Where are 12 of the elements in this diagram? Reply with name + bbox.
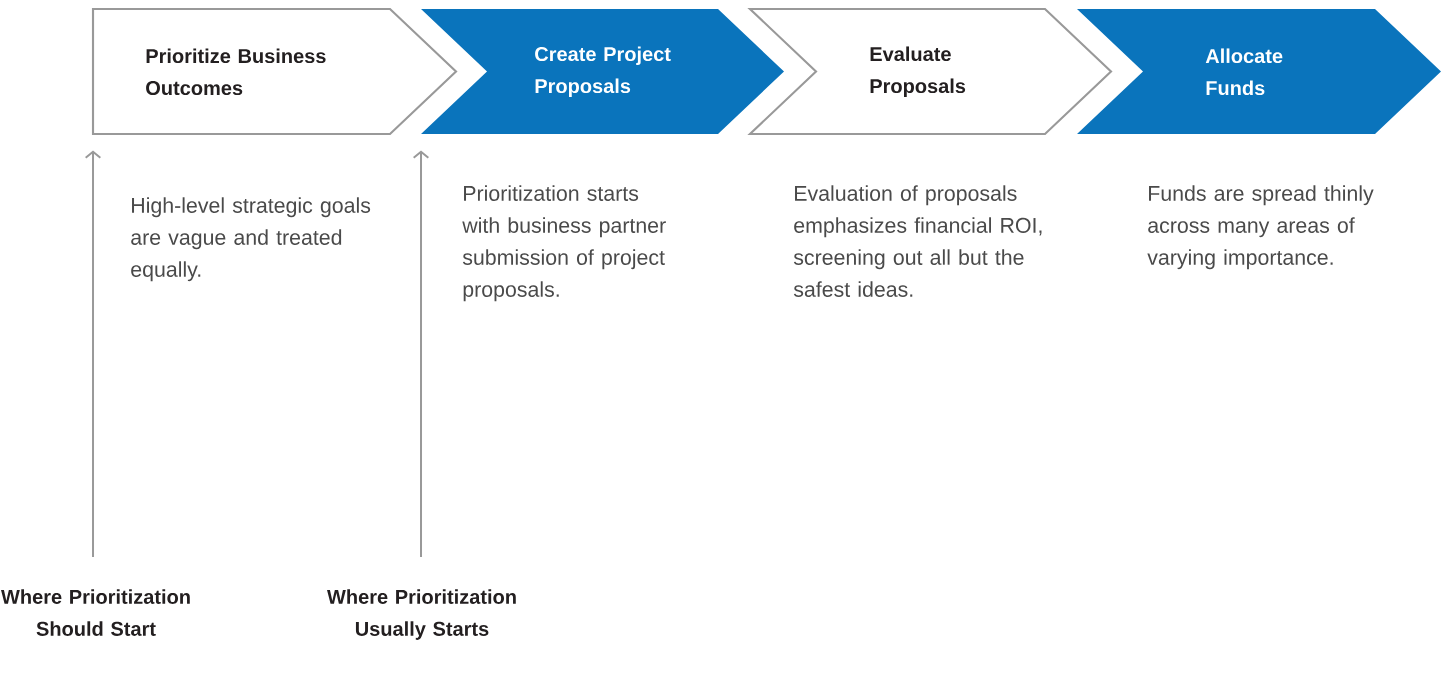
chevron-step: Allocate Funds [1077,9,1441,134]
chevron-step: Prioritize Business Outcomes [91,7,458,136]
arrow [84,150,102,558]
arrow [412,150,430,558]
start-label: Where Prioritization Usually Starts [327,589,516,640]
description-text: Prioritization starts with business partner submission of project proposals. [462,185,666,302]
start-label: Where Prioritization Should Start [1,589,190,636]
description-text: High-level strategic goals are vague and treated equally. [131,197,371,282]
description-text: Evaluation of proposals emphasizes financial ROI, screening out all but the safest ideas. [793,185,1042,297]
description-text: Funds are spread thinly across many areas of varying importance. [1147,185,1374,270]
chevron-step: Create Project Proposals [421,9,784,134]
chevron-step: Evaluate Proposals [747,7,1113,136]
